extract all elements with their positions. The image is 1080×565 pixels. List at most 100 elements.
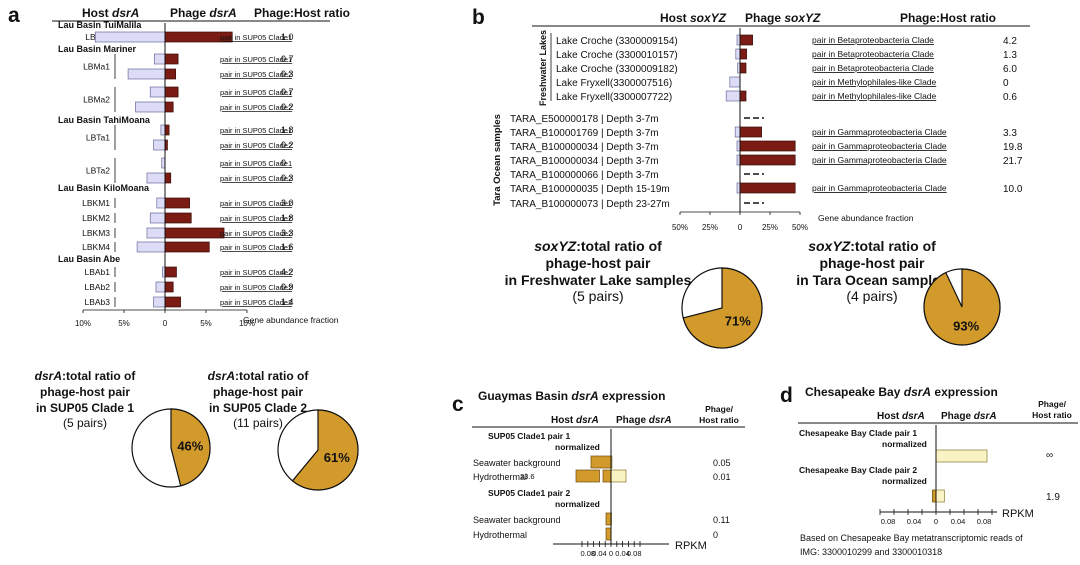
host-bar (149, 212, 166, 224)
ratio-value: 0.7 (281, 54, 294, 64)
pie-title: dsrA:total ratio of (208, 369, 310, 383)
phage-bar (164, 227, 225, 239)
text-span: dsrA (904, 385, 931, 399)
sample-label: TARA_B100000066 | Depth 3-7m (510, 170, 659, 181)
phage-bar (164, 172, 172, 184)
row-label: Hydrothermal (473, 472, 527, 482)
section-title: normalized (555, 442, 600, 452)
text-span: expression (599, 389, 666, 403)
ratio-value: 0.3 (281, 69, 294, 79)
host-bar (136, 241, 166, 253)
x-axis-label: RPKM (675, 540, 707, 552)
panel-letter-c: c (452, 393, 464, 416)
ratio-value: 0.05 (713, 458, 731, 468)
row-label: Hydrothermal (473, 530, 527, 540)
ratio-value: 0 (281, 158, 286, 168)
footnote: IMG: 3300010299 and 3300010318 (800, 547, 942, 557)
pair-link: pair in Methylophilales-like Clade (812, 91, 937, 101)
ratio-value: 0.6 (1003, 92, 1017, 103)
text-span: Phage (170, 6, 209, 20)
pair-link: pair in SUP05 Clade2 (220, 141, 292, 150)
ratio-value: 4.2 (281, 267, 294, 277)
section-title: Lau Basin TahiMoana (58, 115, 151, 125)
tick-label: 10% (239, 319, 255, 328)
sample-label: Lake Croche (3300010157) (556, 50, 678, 61)
pair-link: pair in SUP05 Clade2 (220, 268, 292, 277)
ratio-value: 1.6 (281, 242, 294, 252)
ratio-value: 10.0 (1003, 184, 1023, 195)
text-span: dsrA (571, 389, 598, 403)
phage-header: Phage soxYZ (745, 11, 821, 25)
pie-slice (682, 267, 763, 349)
phage-bar (739, 48, 747, 60)
pair-link: pair in SUP05 Clade2 (220, 298, 292, 307)
pair-link: pair in SUP05 Clade2 (220, 229, 292, 238)
phage-bar (935, 489, 945, 503)
phage-bar (164, 296, 181, 308)
host-bar-broken (575, 469, 600, 483)
host-bar (155, 281, 166, 293)
phage-bar (164, 53, 179, 65)
text-span: :total ratio of (235, 369, 309, 383)
row-label: Seawater background (473, 458, 561, 468)
section-title: Chesapeake Bay Clade pair 2 (799, 465, 917, 475)
ratio-value: 6.0 (1003, 64, 1017, 75)
ratio-header: Host ratio (699, 415, 739, 425)
pie-slice (923, 268, 1001, 346)
phage-header: Phage dsrA (616, 415, 672, 426)
phage-bar (610, 469, 627, 483)
ratio-value: 0.7 (281, 87, 294, 97)
text-span: soxYZ (534, 238, 576, 254)
host-bar (160, 124, 166, 136)
pair-link: pair in SUP05 Clade1 (220, 126, 292, 135)
panel-letter-d: d (780, 384, 793, 407)
pie-title: dsrA:total ratio of (35, 369, 137, 383)
ratio-value: 3.0 (281, 198, 294, 208)
tick-label: 0.04 (615, 549, 630, 558)
text-span: Phage (941, 411, 974, 422)
group-label-freshwater: Freshwater Lakes (538, 30, 548, 106)
phage-bar (164, 197, 190, 209)
phage-bar (739, 62, 747, 74)
tick-label: 0.04 (951, 517, 966, 526)
ratio-value: 4.2 (1003, 36, 1017, 47)
host-bar (146, 172, 166, 184)
phage-header: Phage dsrA (941, 411, 997, 422)
pair-link: pair in Gammaproteobacteria Clade (812, 141, 947, 151)
pie-title-line2: phage-host pair (213, 385, 303, 399)
ratio-value: 1.8 (281, 125, 294, 135)
pie-title-line3: in Tara Ocean samples (796, 272, 948, 288)
pair-link: pair in SUP05 Clade2 (220, 199, 292, 208)
pie-sup05-clade1: 46% (131, 408, 211, 488)
phage-bar (164, 86, 179, 98)
pair-link: pair in Betaproteobacteria Clade (812, 35, 934, 45)
sample-label: LBMa2 (83, 95, 110, 105)
ratio-value: 19.8 (1003, 142, 1023, 153)
tick-label: 10% (75, 319, 91, 328)
pie-slice (170, 408, 211, 487)
text-span: Host (660, 11, 690, 25)
group-label-tara: Tara Ocean samples (492, 114, 503, 206)
tick-label: 25% (762, 223, 778, 232)
pair-link: pair in Methylophilales-like Clade (812, 77, 937, 87)
phage-bar (164, 212, 192, 224)
phage-bar (739, 182, 796, 194)
ratio-header: Phage/ (705, 404, 734, 414)
host-bar (153, 53, 166, 65)
phage-bar (164, 281, 174, 293)
host-bar (135, 101, 166, 113)
pair-link: pair in SUP05 Clade2 (220, 174, 292, 183)
ratio-value: 1.9 (1046, 492, 1060, 503)
tick-label: 0.04 (907, 517, 922, 526)
pair-link: pair in SUP05 Clade2 (220, 103, 292, 112)
tick-label: 0.04 (592, 549, 607, 558)
ratio-header: Phage:Host ratio (254, 6, 350, 20)
ratio-value: 0 (1003, 78, 1009, 89)
pie-title: soxYZ:total ratio of (808, 238, 936, 254)
pair-link: pair in Betaproteobacteria Clade (812, 63, 934, 73)
pie-percent-label: 61% (324, 450, 350, 465)
x-axis-label: Gene abundance fraction (243, 315, 339, 325)
pie-freshwater: 71% (681, 267, 763, 349)
text-span: soxYZ (808, 238, 850, 254)
phage-bar (164, 266, 177, 278)
